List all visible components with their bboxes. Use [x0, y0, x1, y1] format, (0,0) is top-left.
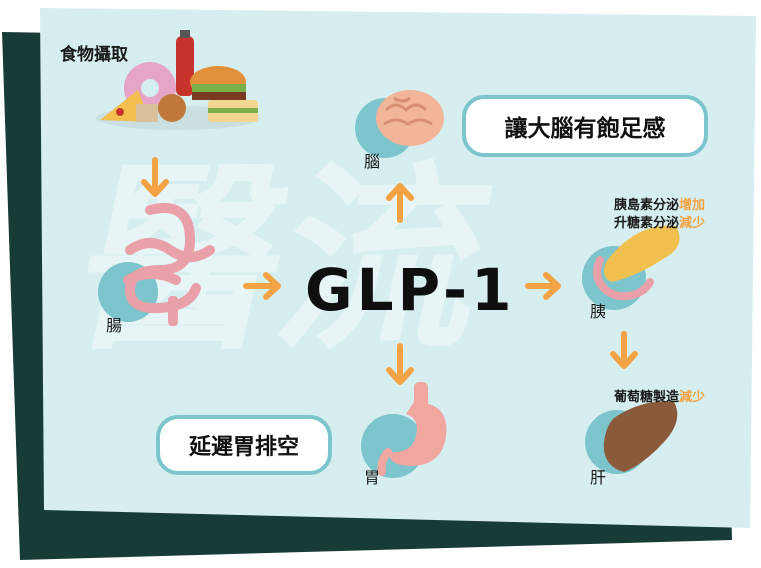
arrow-food-to-intestine	[141, 157, 169, 197]
glucagon-text: 升糖素分泌	[614, 216, 680, 231]
glucagon-line: 升糖素分泌減少	[614, 212, 705, 231]
food-label: 食物攝取	[60, 45, 128, 65]
brain-effect-text: 讓大腦有飽足感	[504, 116, 666, 142]
stomach-effect-text: 延遲胃排空	[188, 435, 299, 460]
organ-label-liver: 肝	[590, 468, 607, 487]
food-pile-icon	[96, 30, 260, 130]
arrow-glp-to-stomach	[386, 343, 414, 385]
insulin-text: 胰島素分泌	[614, 198, 680, 213]
brain-effect-pill: 讓大腦有飽足感	[462, 95, 708, 157]
glucose-text: 葡萄糖製造	[614, 390, 680, 405]
arrow-glp-to-brain	[386, 183, 414, 223]
organ-label-pancreas: 胰	[590, 302, 607, 321]
glucose-line: 葡萄糖製造減少	[614, 386, 705, 405]
brain-icon	[376, 90, 444, 146]
stomach-icon	[377, 382, 447, 476]
liver-icon	[603, 401, 678, 472]
svg-text:醫流: 醫流	[60, 144, 510, 377]
organ-label-stomach: 胃	[364, 468, 381, 487]
arrow-pancreas-to-liver	[610, 331, 638, 369]
intestine-icon	[123, 203, 215, 326]
arrow-intestine-to-glp	[243, 272, 281, 300]
insulin-change: 增加	[679, 198, 706, 213]
insulin-line: 胰島素分泌增加	[614, 194, 705, 213]
watermark-logo: 醫流	[60, 144, 510, 377]
glucose-change: 減少	[679, 390, 706, 405]
arrow-icon	[141, 157, 638, 385]
arrow-glp-to-pancreas	[525, 272, 561, 300]
organ-label-intestine: 腸	[106, 316, 123, 335]
glp1-title: GLP-1	[305, 256, 516, 324]
pancreas-icon	[593, 225, 680, 301]
stomach-effect-pill: 延遲胃排空	[156, 415, 332, 475]
organ-label-brain: 腦	[364, 152, 381, 171]
glucagon-change: 減少	[679, 216, 706, 231]
